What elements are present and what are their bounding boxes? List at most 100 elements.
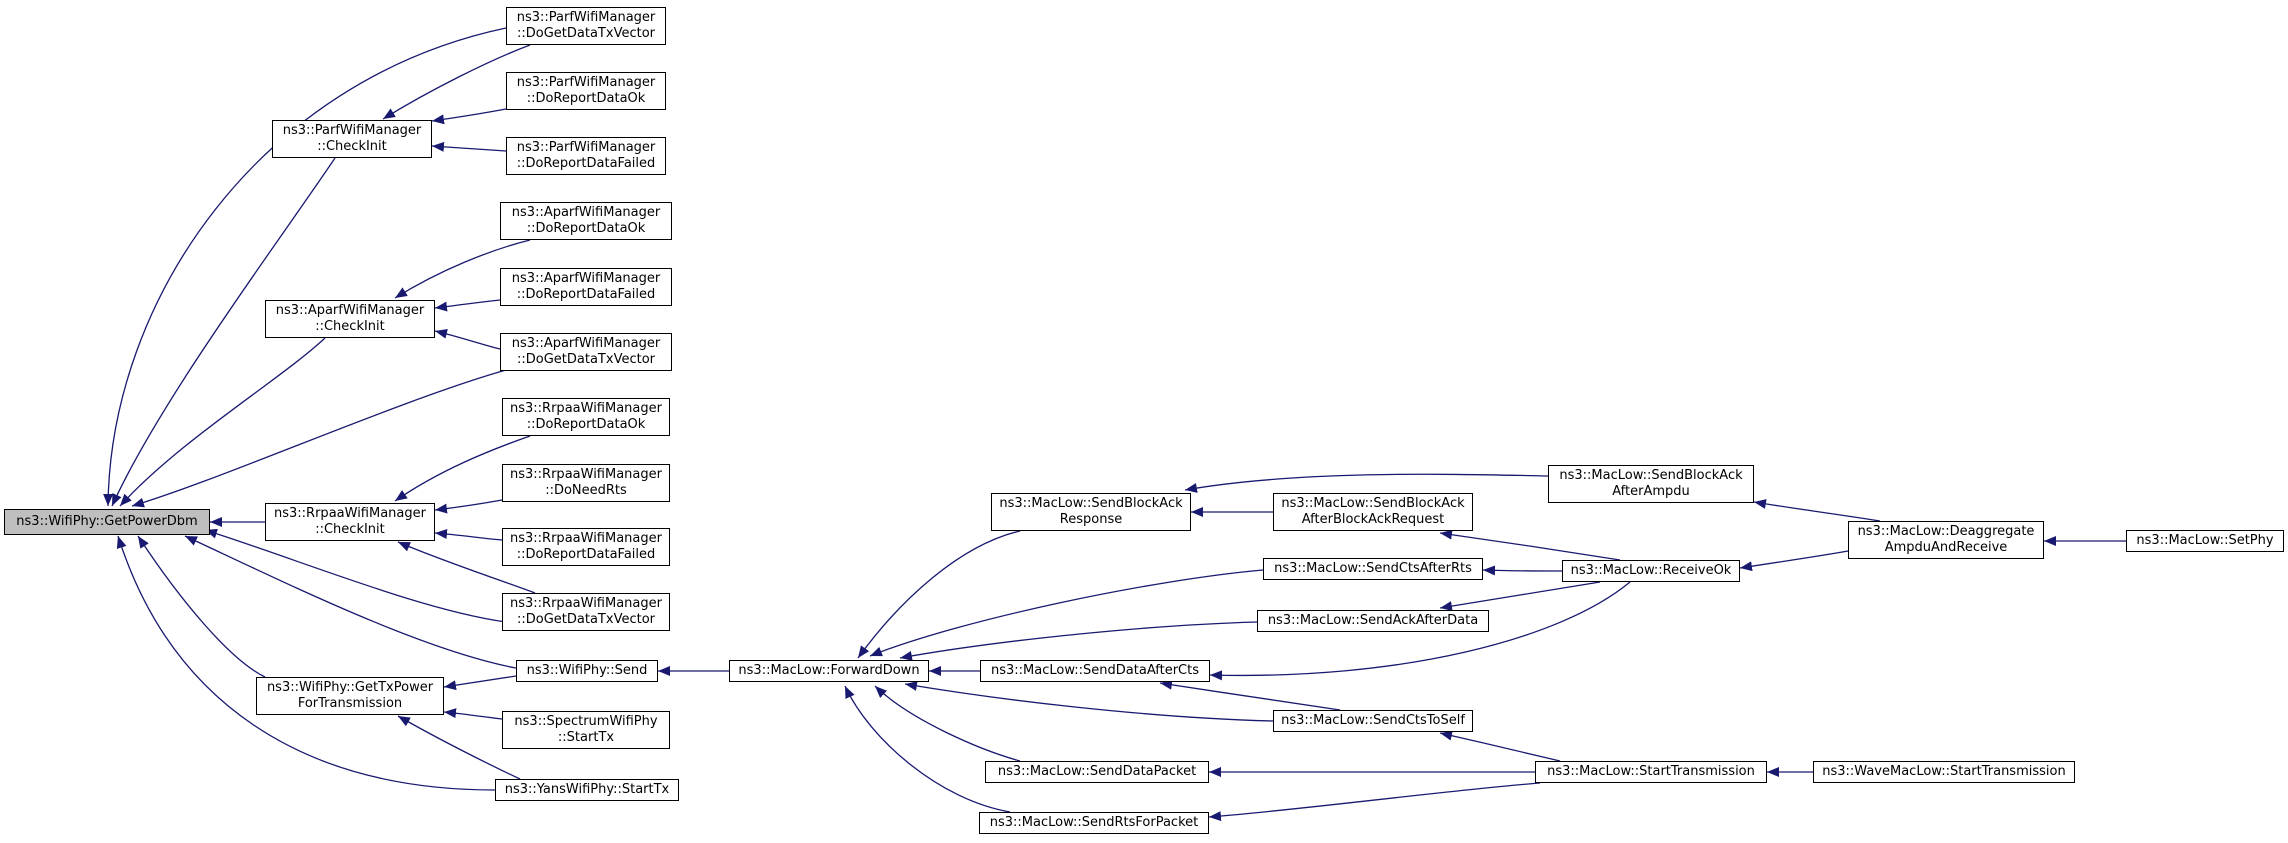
node-label-line: ns3::RrpaaWifiManager: [274, 506, 426, 521]
node-label-line: ns3::MacLow::SendBlockAck: [1559, 468, 1743, 483]
edge-deaggregate-to-receiveok: [1739, 550, 1849, 572]
edge-sendackafterdata-to-forwarddown: [899, 621, 1258, 661]
node-label-line: ns3::WifiPhy::Send: [526, 663, 648, 678]
node-aparf-txvector[interactable]: ns3::AparfWifiManager::DoGetDataTxVector: [500, 333, 672, 371]
node-label-line: ns3::WifiPhy::GetTxPower: [266, 680, 434, 695]
edge-deaggregate-to-sendblockackafterampdu: [1753, 499, 1881, 522]
node-label-line: ns3::MacLow::SetPhy: [2136, 533, 2274, 548]
node-label-line: ns3::RrpaaWifiManager: [510, 401, 662, 416]
node-setphy[interactable]: ns3::MacLow::SetPhy: [2126, 530, 2284, 552]
node-label-line: ns3::MacLow::SendAckAfterData: [1267, 613, 1479, 628]
edge-wifiphy-send-to-gettxpower: [443, 675, 517, 691]
node-label-line: ns3::AparfWifiManager: [511, 271, 661, 286]
node-wave-starttransmission[interactable]: ns3::WaveMacLow::StartTransmission: [1813, 761, 2075, 783]
node-aparf-checkinit[interactable]: ns3::AparfWifiManager::CheckInit: [265, 300, 435, 338]
node-label-line: ForTransmission: [297, 696, 403, 711]
node-label-line: ::DoGetDataTxVector: [517, 26, 655, 41]
edge-receiveok-to-sendackafterdata: [1439, 581, 1601, 612]
node-sendrtsforpacket[interactable]: ns3::MacLow::SendRtsForPacket: [979, 812, 1209, 834]
node-label-line: ::DoReportDataFailed: [516, 287, 656, 302]
node-label-line: ::StartTx: [557, 730, 615, 745]
node-parf-reportfailed[interactable]: ns3::ParfWifiManager::DoReportDataFailed: [506, 137, 666, 175]
node-label-line: ::DoNeedRts: [545, 483, 627, 498]
node-rrpaa-reportfailed[interactable]: ns3::RrpaaWifiManager::DoReportDataFaile…: [502, 528, 670, 566]
node-label-line: ns3::WifiPhy::GetPowerDbm: [16, 514, 198, 529]
node-senddatapacket[interactable]: ns3::MacLow::SendDataPacket: [985, 761, 1209, 783]
edge-wifiphy-send-to-getpowerdbm: [184, 535, 517, 669]
node-label-line: ns3::MacLow::SendDataAfterCts: [991, 663, 1199, 678]
node-label-line: AfterBlockAckRequest: [1301, 512, 1445, 527]
edge-gettxpower-to-getpowerdbm: [137, 535, 266, 678]
node-aparf-reportok[interactable]: ns3::AparfWifiManager::DoReportDataOk: [500, 202, 672, 240]
node-forwarddown[interactable]: ns3::MacLow::ForwardDown: [729, 660, 929, 682]
node-parf-checkinit[interactable]: ns3::ParfWifiManager::CheckInit: [272, 120, 432, 158]
node-label-line: ::DoReportDataFailed: [516, 156, 656, 171]
edge-parf-reportfailed-to-parf-checkinit: [431, 141, 507, 152]
node-wifiphy-send[interactable]: ns3::WifiPhy::Send: [516, 660, 658, 682]
edge-rrpaa-txvector-to-rrpaa-checkinit: [397, 541, 536, 594]
node-label-line: ns3::YansWifiPhy::StartTx: [504, 782, 670, 797]
node-label-line: ns3::ParfWifiManager: [516, 140, 656, 155]
edge-sendctsafterrts-to-forwarddown: [869, 569, 1264, 657]
edge-sendblockackafterampdu-to-sendblockackresponse: [1184, 473, 1549, 493]
node-senddataaftercts[interactable]: ns3::MacLow::SendDataAfterCts: [980, 660, 1210, 682]
node-rrpaa-needrts[interactable]: ns3::RrpaaWifiManager::DoNeedRts: [502, 464, 670, 502]
edge-aparf-checkinit-to-getpowerdbm: [119, 337, 326, 507]
node-aparf-reportfailed[interactable]: ns3::AparfWifiManager::DoReportDataFaile…: [500, 268, 672, 306]
node-label-line: ns3::MacLow::Deaggregate: [1857, 524, 2035, 539]
node-label-line: ::DoReportDataOk: [526, 417, 646, 432]
edge-parf-txvector-to-parf-checkinit: [382, 44, 531, 120]
edge-starttransmission-to-sendrtsforpacket: [1208, 782, 1541, 822]
edge-sendblockackresponse-to-forwarddown: [857, 530, 1021, 659]
node-parf-txvector[interactable]: ns3::ParfWifiManager::DoGetDataTxVector: [506, 7, 666, 45]
node-label-line: ns3::ParfWifiManager: [516, 75, 656, 90]
edge-parf-reportok-to-parf-checkinit: [431, 108, 507, 125]
edge-aparf-txvector-to-getpowerdbm: [131, 369, 507, 508]
node-label-line: ::CheckInit: [317, 139, 387, 154]
node-sendackafterdata[interactable]: ns3::MacLow::SendAckAfterData: [1257, 610, 1489, 632]
node-rrpaa-checkinit[interactable]: ns3::RrpaaWifiManager::CheckInit: [265, 503, 435, 541]
node-label-line: ns3::MacLow::ForwardDown: [738, 663, 920, 678]
node-label-line: AmpduAndReceive: [1884, 540, 2008, 555]
node-label-line: ::DoGetDataTxVector: [517, 612, 655, 627]
edge-receiveok-to-sendblockackafterbar: [1439, 529, 1621, 561]
edge-yans-starttx-to-gettxpower: [397, 715, 521, 780]
node-label-line: ns3::ParfWifiManager: [282, 123, 422, 138]
node-label-line: ns3::MacLow::SendBlockAck: [999, 496, 1183, 511]
edge-parf-checkinit-to-getpowerdbm: [111, 157, 336, 507]
node-label-line: ns3::MacLow::SendBlockAck: [1281, 496, 1465, 511]
node-label-line: ns3::WaveMacLow::StartTransmission: [1822, 764, 2066, 779]
node-parf-reportok[interactable]: ns3::ParfWifiManager::DoReportDataOk: [506, 72, 666, 110]
node-getpowerdbm: ns3::WifiPhy::GetPowerDbm: [4, 509, 210, 535]
node-label-line: AfterAmpdu: [1612, 484, 1690, 499]
node-label-line: ::DoReportDataOk: [526, 221, 646, 236]
node-label-line: ns3::RrpaaWifiManager: [510, 596, 662, 611]
node-receiveok[interactable]: ns3::MacLow::ReceiveOk: [1562, 560, 1740, 582]
node-label-line: ::DoGetDataTxVector: [517, 352, 655, 367]
node-label-line: ns3::AparfWifiManager: [511, 336, 661, 351]
node-label-line: ns3::AparfWifiManager: [275, 303, 425, 318]
edge-aparf-reportok-to-aparf-checkinit: [394, 239, 531, 299]
node-sendctstoself[interactable]: ns3::MacLow::SendCtsToSelf: [1273, 710, 1473, 732]
node-rrpaa-txvector[interactable]: ns3::RrpaaWifiManager::DoGetDataTxVector: [502, 593, 670, 631]
edge-yans-starttx-to-getpowerdbm: [116, 535, 496, 791]
edge-sendctstoself-to-senddataaftercts: [1159, 679, 1341, 711]
edge-rrpaa-txvector-to-getpowerdbm: [204, 528, 507, 623]
node-label-line: Response: [1059, 512, 1123, 527]
node-starttransmission[interactable]: ns3::MacLow::StartTransmission: [1535, 761, 1767, 783]
node-spectrum-starttx[interactable]: ns3::SpectrumWifiPhy::StartTx: [502, 711, 670, 749]
node-rrpaa-reportok[interactable]: ns3::RrpaaWifiManager::DoReportDataOk: [502, 398, 670, 436]
edge-sendrtsforpacket-to-forwarddown: [844, 685, 1011, 813]
node-label-line: ns3::RrpaaWifiManager: [510, 467, 662, 482]
node-sendctsafterrts[interactable]: ns3::MacLow::SendCtsAfterRts: [1263, 558, 1483, 580]
node-yans-starttx[interactable]: ns3::YansWifiPhy::StartTx: [495, 779, 679, 801]
edge-receiveok-to-sendctsafterrts: [1482, 565, 1563, 576]
edge-parf-txvector-to-getpowerdbm: [103, 27, 507, 507]
edge-rrpaa-reportok-to-rrpaa-checkinit: [394, 435, 531, 502]
